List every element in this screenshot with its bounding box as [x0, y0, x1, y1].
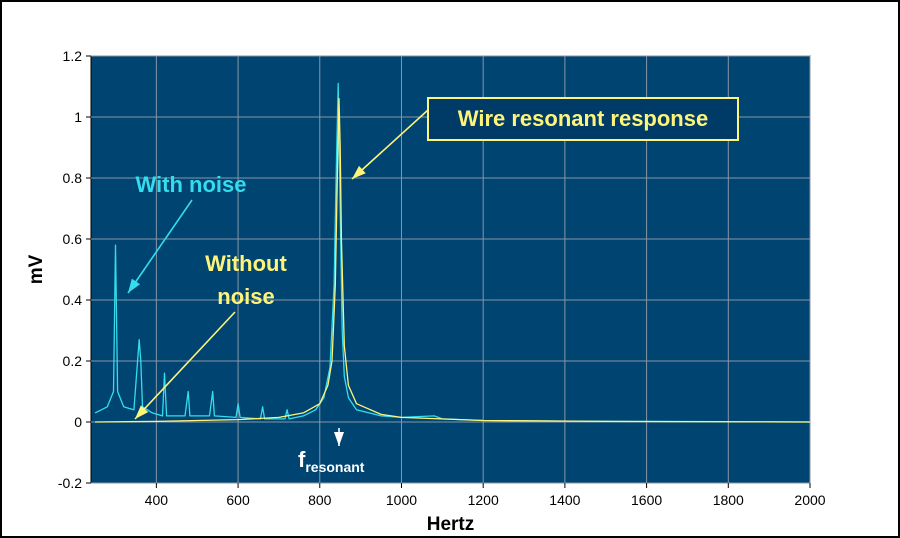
with-noise-arrow-head — [128, 278, 141, 293]
x-tick-label: 1600 — [631, 492, 662, 508]
y-axis-title: mV — [26, 254, 47, 284]
y-tick-label: 0.2 — [63, 353, 83, 369]
f-resonant-arrow-head — [334, 432, 344, 446]
series-line-1 — [94, 82, 811, 423]
y-tick-label: 0 — [74, 414, 82, 430]
without-noise-label-line1: Without — [205, 251, 287, 276]
with-noise-arrow — [127, 199, 193, 294]
y-tick-label: 0.6 — [63, 231, 83, 247]
x-tick-label: 600 — [226, 492, 250, 508]
x-axis-title: Hertz — [427, 514, 475, 535]
x-tick-label: 1800 — [713, 492, 744, 508]
x-tick-label: 1200 — [468, 492, 499, 508]
y-tick-label: 0.8 — [63, 170, 83, 186]
x-tick-label: 800 — [308, 492, 332, 508]
y-tick-label: 1 — [74, 109, 82, 125]
series-layer — [94, 82, 811, 423]
x-tick-label: 400 — [145, 492, 169, 508]
f-resonant-subscript: resonant — [305, 459, 364, 475]
resonant-response-arrow — [351, 109, 429, 180]
with-noise-label: With noise — [135, 172, 246, 197]
without-noise-arrow-shaft — [134, 311, 236, 420]
y-tick-label: 1.2 — [63, 48, 83, 64]
series-line-2 — [95, 98, 811, 423]
x-tick-label: 1400 — [549, 492, 580, 508]
gridlines — [91, 55, 811, 484]
without-noise-arrow-head — [135, 405, 149, 419]
y-tick-label: 0.4 — [63, 292, 83, 308]
y-tick-label: -0.2 — [58, 475, 82, 491]
without-noise-label-line2: noise — [217, 284, 274, 309]
x-tick-label: 2000 — [794, 492, 825, 508]
resonant-response-box — [427, 97, 739, 141]
with-noise-arrow-shaft — [127, 199, 193, 294]
f-resonant-arrow — [334, 428, 344, 446]
axes: 400 600 800 1000 1200 1400 1600 1800 2000 -0.2 0 0.… — [58, 48, 826, 508]
without-noise-arrow — [134, 311, 236, 420]
resonant-response-arrow-shaft — [351, 109, 429, 180]
resonant-response-label: Wire resonant response — [458, 106, 708, 131]
x-tick-label: 1000 — [386, 492, 417, 508]
resonant-response-arrow-head — [352, 165, 366, 179]
